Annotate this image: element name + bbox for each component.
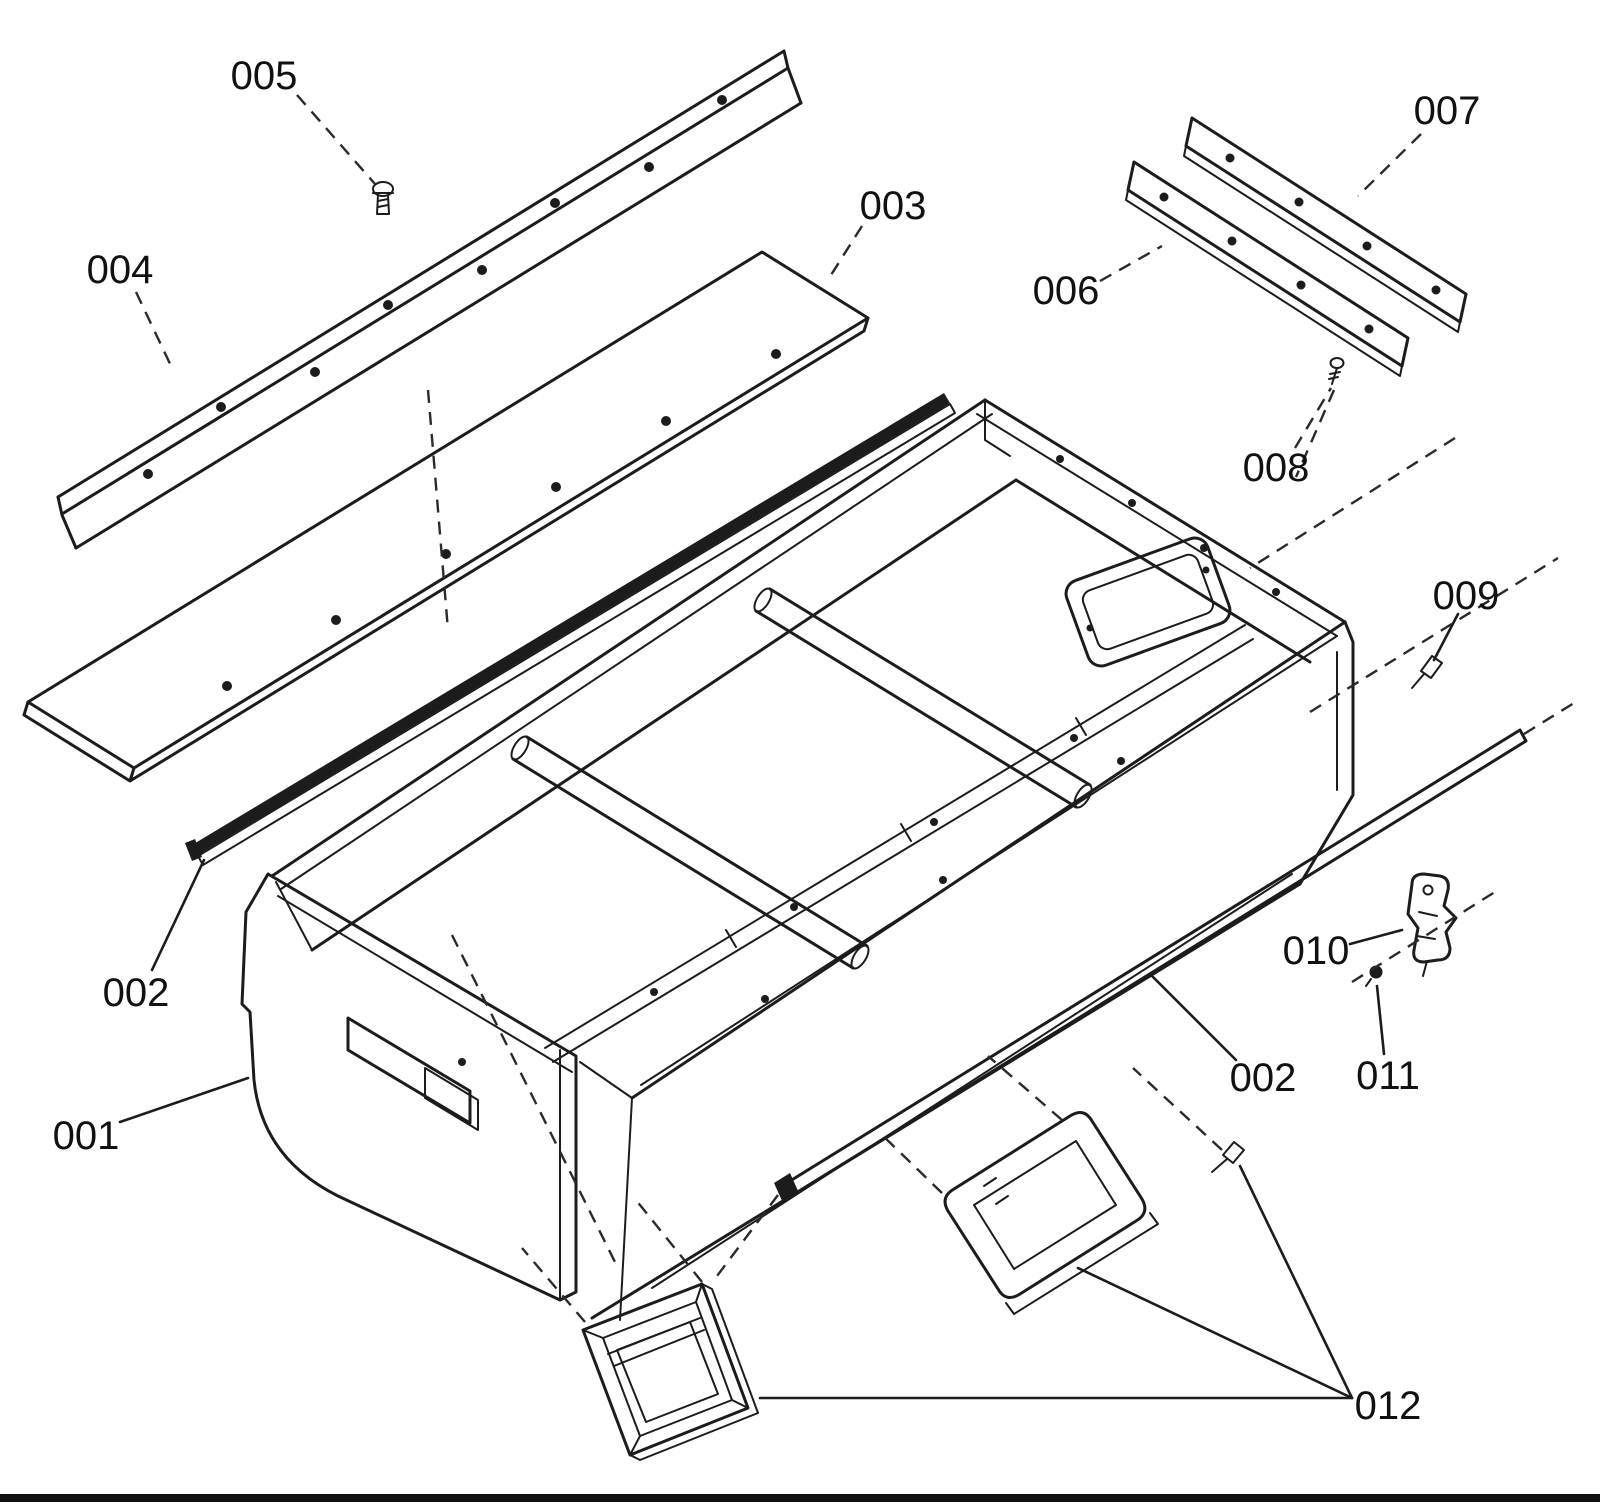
floor-rail-channel [544, 624, 1254, 1063]
part-label-004: 004 [87, 248, 154, 292]
part-label-008: 008 [1243, 446, 1310, 490]
screw-holes [143, 95, 727, 479]
handle-cutout [346, 1016, 479, 1131]
part-label-007: 007 [1414, 89, 1481, 133]
part-label-010: 010 [1283, 929, 1350, 973]
part-label-003: 003 [860, 184, 927, 228]
part-labels: 005 004 003 007 006 008 009 002 010 002 … [53, 54, 1500, 1428]
part-005-screw [372, 181, 394, 215]
part-007-strip [1183, 116, 1468, 333]
part-001-front-panel [240, 872, 578, 1302]
part-010-latch [1406, 872, 1458, 977]
part-004-angle-rail [56, 49, 803, 550]
part-002-left-slide-rail [185, 393, 956, 866]
part-012-screw [1211, 1141, 1245, 1173]
screw-holes [1056, 455, 1280, 596]
solid-leader-lines [118, 612, 1460, 1400]
cross-tube-right [753, 587, 1093, 809]
part-003-cover-panel [22, 250, 870, 783]
inner-enclosure-box [1064, 536, 1232, 668]
cross-tube-left [510, 735, 870, 970]
part-label-011: 011 [1356, 1054, 1420, 1098]
part-002-right-slide-rail [774, 728, 1528, 1203]
screw-holes [222, 349, 781, 691]
part-012-bezel-frame [943, 1110, 1159, 1315]
dashed-assembly-lines [134, 94, 1575, 1323]
part-label-001: 001 [53, 1114, 120, 1158]
screw-holes [1159, 192, 1374, 334]
part-009-screw [1411, 655, 1443, 689]
part-label-002-right: 002 [1230, 1056, 1297, 1100]
bottom-border-bar [0, 1494, 1600, 1502]
part-label-002-left: 002 [103, 971, 170, 1015]
part-label-012: 012 [1355, 1384, 1422, 1428]
part-012-handle-pocket [581, 1282, 759, 1461]
screw-holes [1225, 153, 1441, 295]
part-label-009: 009 [1433, 574, 1500, 618]
screw-holes [761, 757, 1125, 1003]
part-label-006: 006 [1033, 269, 1100, 313]
main-drawer-body [240, 398, 1355, 1321]
part-008-screw [1328, 357, 1345, 385]
part-label-005: 005 [231, 54, 298, 98]
part-006-strip [1125, 160, 1410, 377]
